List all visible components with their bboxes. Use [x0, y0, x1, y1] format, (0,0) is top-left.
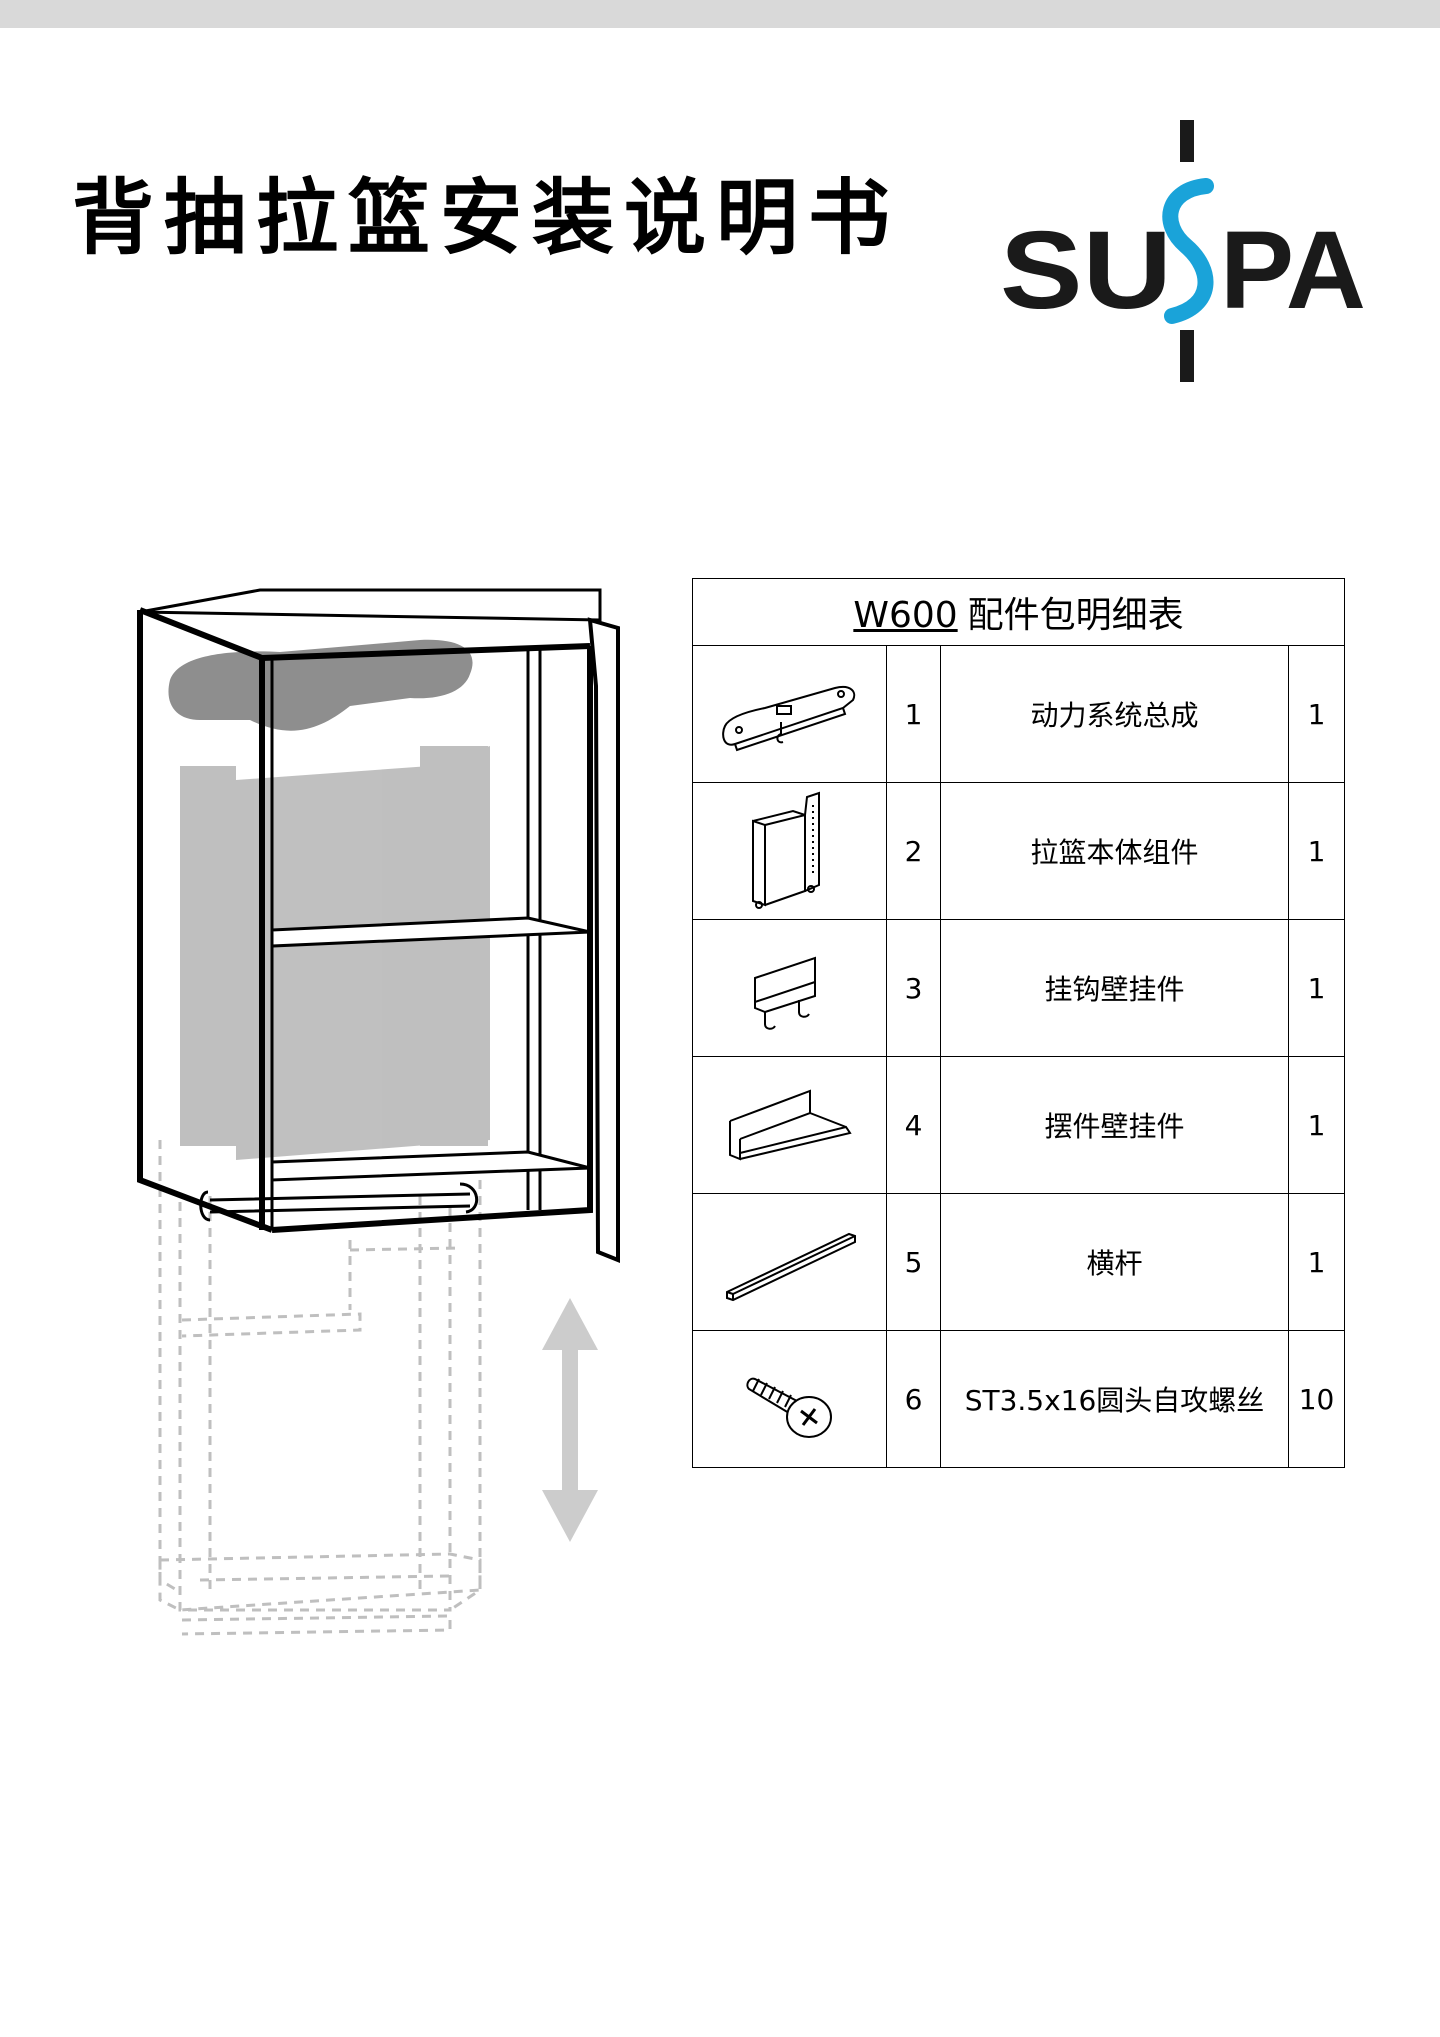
part-number: 5: [886, 1193, 941, 1331]
suspa-logo: SU PA: [1000, 120, 1366, 382]
lowered-basket-outline: [158, 1140, 482, 1636]
table-row: 6 ST3.5x16圆头自攻螺丝 10: [692, 1330, 1346, 1468]
part-name: ST3.5x16圆头自攻螺丝: [940, 1330, 1289, 1468]
part-quantity: 1: [1287, 782, 1346, 920]
hook-bracket-icon: [753, 956, 816, 1030]
part-quantity: 1: [1287, 919, 1346, 1057]
model-number: W600: [853, 595, 958, 636]
power-unit: [168, 639, 473, 731]
part-quantity: 1: [1287, 1056, 1346, 1194]
part-quantity: 1: [1287, 1193, 1346, 1331]
shelf-bracket-icon: [728, 1089, 852, 1161]
up-down-arrow-icon: [542, 1298, 598, 1542]
part-number: 6: [886, 1330, 941, 1468]
part-name: 拉篮本体组件: [940, 782, 1289, 920]
part-number: 1: [886, 645, 941, 783]
svg-text:PA: PA: [1220, 209, 1366, 332]
part-number: 3: [886, 919, 941, 1057]
part-name: 动力系统总成: [940, 645, 1289, 783]
screw-icon: [745, 1377, 832, 1438]
basket-shaded: [180, 746, 490, 1160]
top-bar: [0, 0, 1440, 28]
part-name: 挂钩壁挂件: [940, 919, 1289, 1057]
parts-table-title: 配件包明细表: [967, 595, 1184, 636]
svg-text:SU: SU: [1000, 209, 1172, 332]
table-row: 4 摆件壁挂件 1: [692, 1056, 1346, 1194]
part-name: 摆件壁挂件: [940, 1056, 1289, 1194]
power-unit-icon: [721, 686, 855, 752]
part-quantity: 1: [1287, 645, 1346, 783]
table-row: 5 横杆 1: [692, 1193, 1346, 1331]
part-number: 2: [886, 782, 941, 920]
basket-body-icon: [751, 791, 820, 909]
table-row: 3 挂钩壁挂件 1: [692, 919, 1346, 1057]
cross-bar-icon: [725, 1232, 856, 1302]
table-row: 1 动力系统总成 1: [692, 645, 1346, 783]
page-title: 背抽拉篮安装说明书: [72, 171, 901, 266]
cabinet-illustration: [137, 588, 620, 1636]
part-quantity: 10: [1287, 1330, 1346, 1468]
part-number: 4: [886, 1056, 941, 1194]
part-name: 横杆: [940, 1193, 1289, 1331]
table-row: 2 拉篮本体组件 1: [692, 782, 1346, 920]
